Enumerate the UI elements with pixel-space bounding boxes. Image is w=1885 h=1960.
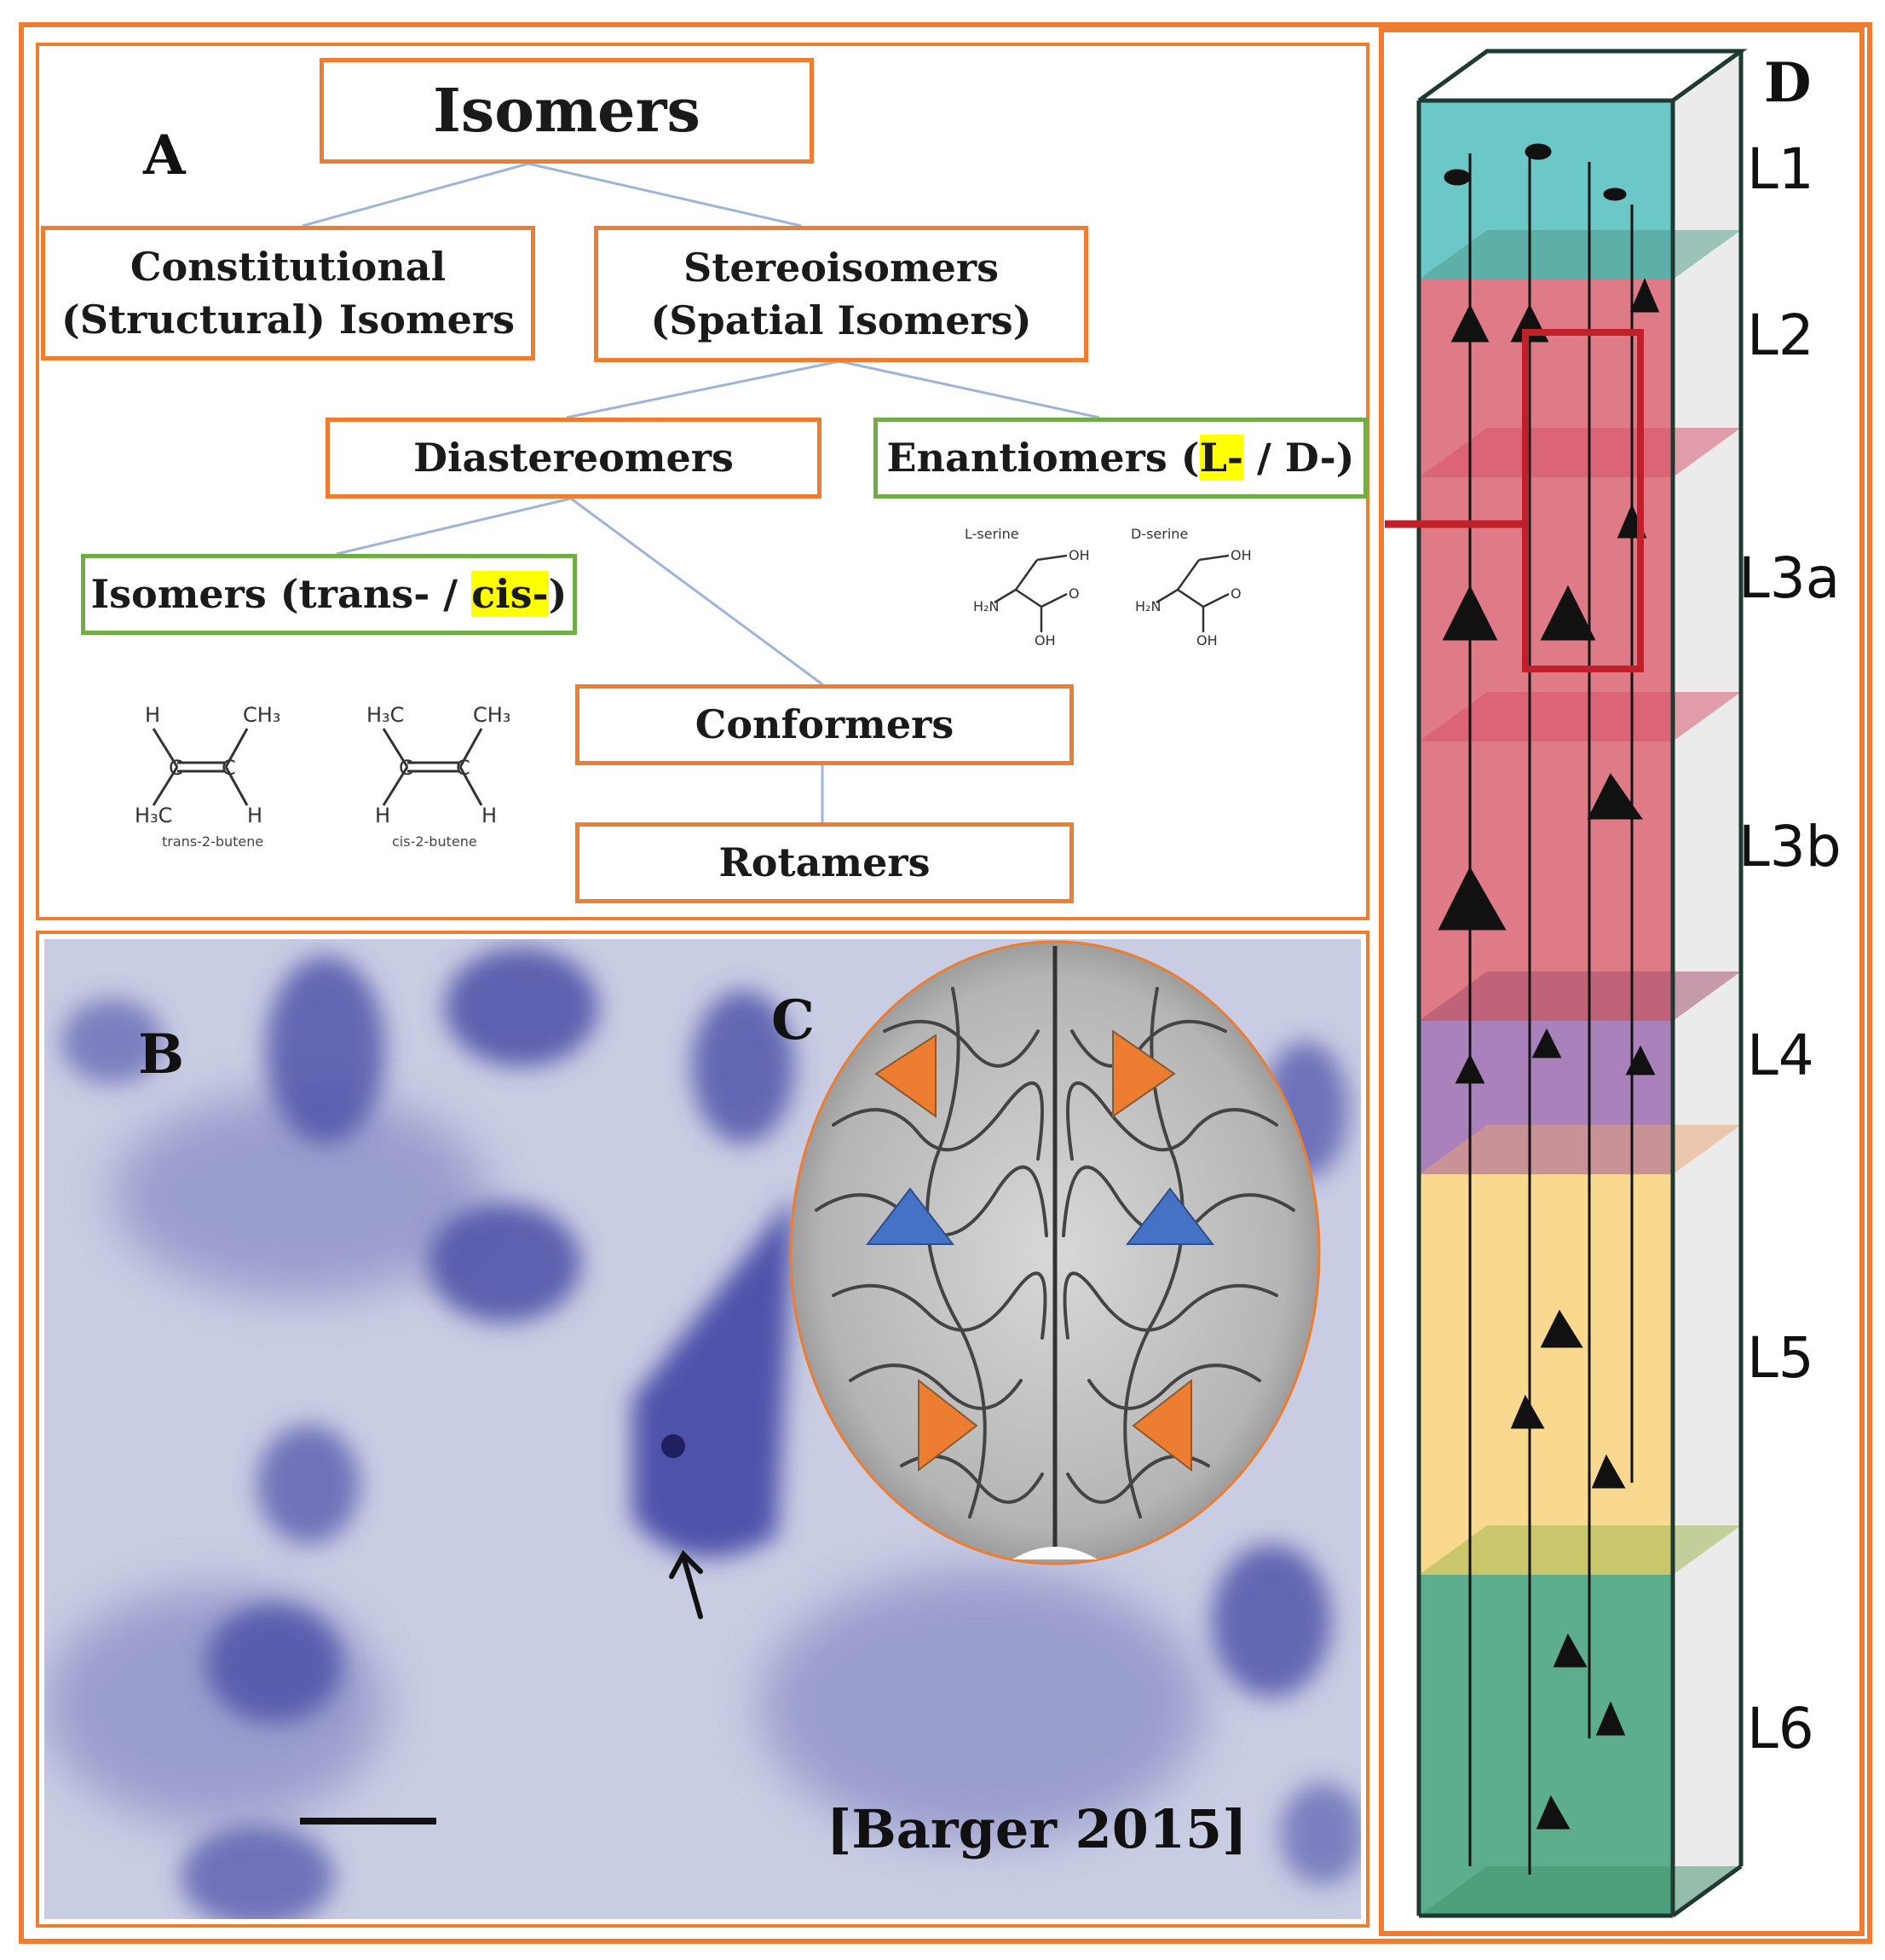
butene-structures-image: H CH₃ H₃C H C C H₃C CH₃ H H C C trans-2-butene…	[135, 703, 510, 850]
svg-text:OH: OH	[1035, 632, 1056, 649]
figure-frame	[19, 22, 1872, 1944]
stereoisomers-line2: (Spatial Isomers)	[650, 297, 1032, 343]
citation-label: [Barger 2015]	[827, 1798, 1248, 1860]
svg-text:H₂N: H₂N	[973, 598, 999, 614]
svg-text:H₃C: H₃C	[366, 703, 404, 727]
constitutional-node: Constitutional (Structural) Isomers	[41, 226, 535, 360]
constitutional-line1: Constitutional	[130, 243, 447, 290]
panel-c-letter: C	[771, 989, 815, 1052]
cis-butene-caption: cis-2-butene	[392, 833, 477, 850]
diastereomers-label: Diastereomers	[413, 435, 734, 481]
layer-label-l4: L4	[1747, 1023, 1814, 1088]
panel-b-letter: B	[138, 1023, 185, 1087]
panel-a-letter: A	[143, 124, 186, 187]
rotamers-node: Rotamers	[575, 822, 1074, 903]
svg-text:H: H	[375, 804, 390, 827]
blue-arrow-left	[865, 1187, 955, 1245]
orange-arrow-right-back	[1132, 1378, 1192, 1473]
layer-label-l2: L2	[1747, 303, 1814, 368]
svg-text:H: H	[145, 703, 160, 727]
brain-image	[789, 940, 1321, 1565]
constitutional-line2: (Structural) Isomers	[61, 297, 516, 343]
svg-text:H₃C: H₃C	[135, 804, 172, 827]
panel-d-frame	[1379, 27, 1865, 1936]
rotamers-label: Rotamers	[718, 839, 931, 886]
d-serine-caption: D-serine	[1131, 526, 1188, 542]
layer-label-l3b: L3b	[1738, 814, 1842, 879]
enantiomers-node: Enantiomers (L- / D-)	[873, 418, 1368, 499]
cortical-column-image	[1385, 49, 1748, 1918]
orange-arrow-left-back	[918, 1378, 978, 1473]
isomers-node: Isomers	[320, 58, 814, 164]
panel-d-letter: D	[1764, 51, 1812, 115]
svg-text:OH: OH	[1231, 547, 1252, 563]
panel-a-frame	[36, 43, 1369, 920]
svg-text:CH₃: CH₃	[473, 703, 510, 727]
serine-structures-image: L-serine D-serine OH H₂N O OH OH H₂N O OH	[965, 526, 1252, 649]
l-serine-caption: L-serine	[965, 526, 1019, 542]
stereoisomers-line1: Stereoisomers	[683, 244, 1000, 291]
enantiomers-l-highlight: L-	[1199, 435, 1243, 481]
cis-trans-prefix: Isomers (trans- /	[90, 571, 472, 618]
svg-text:C: C	[169, 756, 183, 780]
diastereomers-node: Diastereomers	[326, 418, 821, 499]
panel-b-frame	[36, 931, 1369, 1928]
svg-text:OH: OH	[1069, 547, 1090, 563]
svg-text:H₂N: H₂N	[1135, 598, 1161, 614]
highlight-box	[1522, 329, 1644, 672]
orange-arrow-left-front	[874, 1034, 937, 1118]
stereoisomers-node: Stereoisomers (Spatial Isomers)	[594, 226, 1088, 362]
enantiomers-prefix: Enantiomers (	[886, 435, 1200, 481]
enantiomers-label: Enantiomers (L- / D-)	[886, 431, 1355, 484]
cis-trans-node: Isomers (trans- / cis-)	[81, 554, 577, 635]
layer-label-l5: L5	[1747, 1325, 1814, 1391]
svg-text:C: C	[222, 756, 236, 780]
blue-arrow-right	[1125, 1187, 1215, 1245]
cis-trans-label: Isomers (trans- / cis-)	[90, 568, 568, 620]
cis-highlight: cis-	[471, 571, 549, 618]
conformers-node: Conformers	[575, 684, 1074, 765]
svg-text:OH: OH	[1196, 632, 1218, 649]
svg-text:H: H	[247, 804, 262, 827]
enantiomers-suffix: / D-)	[1243, 435, 1355, 481]
conformers-label: Conformers	[695, 701, 954, 748]
cis-trans-suffix: )	[548, 571, 568, 618]
svg-text:O: O	[1231, 585, 1242, 602]
orange-arrow-right-front	[1112, 1029, 1176, 1118]
layer-label-l3a: L3a	[1738, 545, 1841, 611]
layer-label-l6: L6	[1747, 1696, 1814, 1761]
layer-label-l1: L1	[1747, 136, 1814, 202]
svg-text:C: C	[456, 756, 470, 780]
svg-text:O: O	[1069, 585, 1080, 602]
trans-butene-caption: trans-2-butene	[162, 833, 263, 850]
svg-text:C: C	[399, 756, 413, 780]
isomers-label: Isomers	[433, 74, 700, 146]
svg-text:CH₃: CH₃	[243, 703, 280, 727]
svg-text:H: H	[481, 804, 497, 827]
